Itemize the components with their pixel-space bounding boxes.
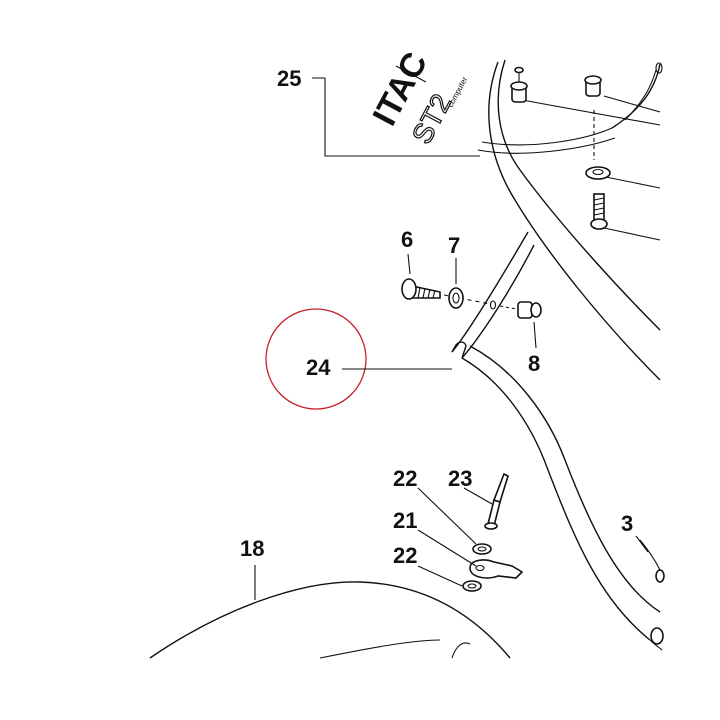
callout-18: 18	[240, 536, 264, 561]
callout-bracket-25	[312, 77, 480, 157]
screw-right	[590, 193, 608, 230]
callout-21: 21	[393, 508, 417, 533]
fairing-panel	[477, 59, 663, 381]
leader-lines	[254, 65, 649, 600]
highlight-circle	[265, 308, 367, 410]
decal-graphic: ITAC ST2 computer	[366, 46, 470, 149]
bracket-strap	[451, 231, 664, 651]
nut-8	[499, 301, 542, 319]
callout-25: 25	[277, 66, 301, 91]
callout-3: 3	[621, 511, 633, 536]
decal-small-text: computer	[446, 75, 470, 109]
clip-21	[469, 559, 524, 579]
fender-18	[149, 581, 511, 659]
callout-6: 6	[401, 227, 413, 252]
rivet-23	[484, 472, 509, 530]
washer-22-bottom	[462, 580, 482, 592]
washer-7	[448, 287, 464, 309]
screw-6	[401, 278, 491, 305]
callout-22-bottom: 22	[393, 543, 417, 568]
grommet-top-right	[584, 75, 602, 97]
washer-22-top	[472, 543, 492, 555]
callout-22-top: 22	[393, 466, 417, 491]
callout-7: 7	[448, 233, 460, 258]
callout-24: 24	[306, 355, 331, 380]
callout-8: 8	[528, 351, 540, 376]
washer-right	[585, 166, 611, 180]
callout-23: 23	[448, 466, 472, 491]
grommet-top-left	[510, 66, 528, 103]
part-3	[639, 539, 665, 583]
